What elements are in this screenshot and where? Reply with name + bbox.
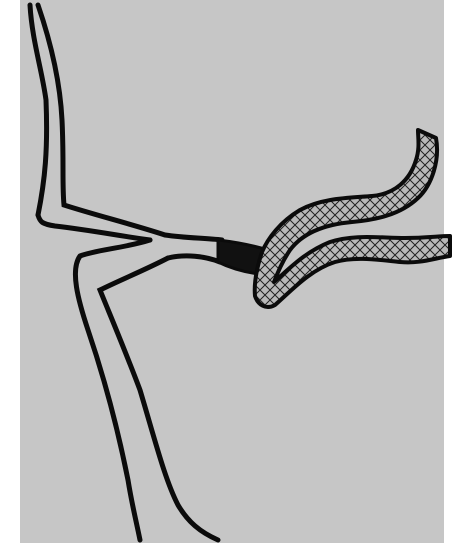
paper-background [20,0,444,543]
